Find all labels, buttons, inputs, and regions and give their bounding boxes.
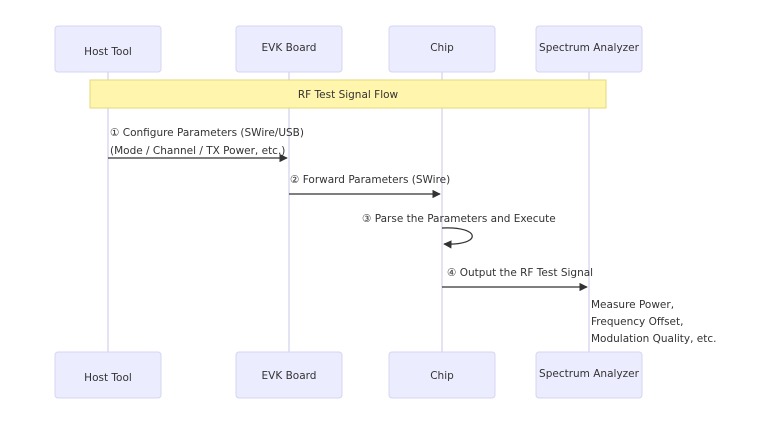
actor-evk-board-bottom: EVK Board: [235, 351, 343, 399]
actor-chip-bottom: Chip: [388, 351, 496, 399]
message-label-line2: (Mode / Channel / TX Power, etc.): [110, 145, 285, 157]
message-forward-parameters: ② Forward Parameters (SWire): [289, 174, 450, 199]
actor-label: Host Tool: [84, 372, 132, 384]
self-message-arrow: [441, 227, 473, 249]
actor-label: Chip: [430, 42, 454, 54]
actor-host-tool-bottom: Host Tool: [54, 351, 162, 399]
note-rf-test-signal-flow: RF Test Signal Flow: [89, 79, 607, 109]
message-configure-parameters: ① Configure Parameters (SWire/USB) (Mode…: [108, 127, 304, 163]
message-label: ③ Parse the Parameters and Execute: [362, 213, 556, 225]
message-label-line1: ① Configure Parameters (SWire/USB): [110, 127, 304, 139]
analyzer-measurements-text: Measure Power, Frequency Offset, Modulat…: [591, 299, 717, 345]
note-text: RF Test Signal Flow: [298, 89, 399, 101]
actor-label: EVK Board: [262, 42, 317, 54]
measurement-line: Measure Power,: [591, 299, 674, 311]
actor-chip-top: Chip: [388, 25, 496, 73]
measurement-line: Modulation Quality, etc.: [591, 333, 717, 345]
actor-label: Spectrum Analyzer: [539, 368, 640, 380]
message-label: ④ Output the RF Test Signal: [447, 267, 593, 279]
actor-spectrum-analyzer-top: Spectrum Analyzer: [535, 25, 643, 73]
message-parse-and-execute: ③ Parse the Parameters and Execute: [362, 213, 556, 249]
actor-label: Chip: [430, 370, 454, 382]
message-output-rf-test-signal: ④ Output the RF Test Signal: [442, 267, 593, 292]
measurement-line: Frequency Offset,: [591, 316, 683, 328]
message-label: ② Forward Parameters (SWire): [290, 174, 450, 186]
actor-spectrum-analyzer-bottom: Spectrum Analyzer: [535, 351, 643, 399]
actor-label: EVK Board: [262, 370, 317, 382]
actor-label: Host Tool: [84, 46, 132, 58]
actor-label: Spectrum Analyzer: [539, 42, 640, 54]
actor-evk-board-top: EVK Board: [235, 25, 343, 73]
actor-host-tool-top: Host Tool: [54, 25, 162, 73]
